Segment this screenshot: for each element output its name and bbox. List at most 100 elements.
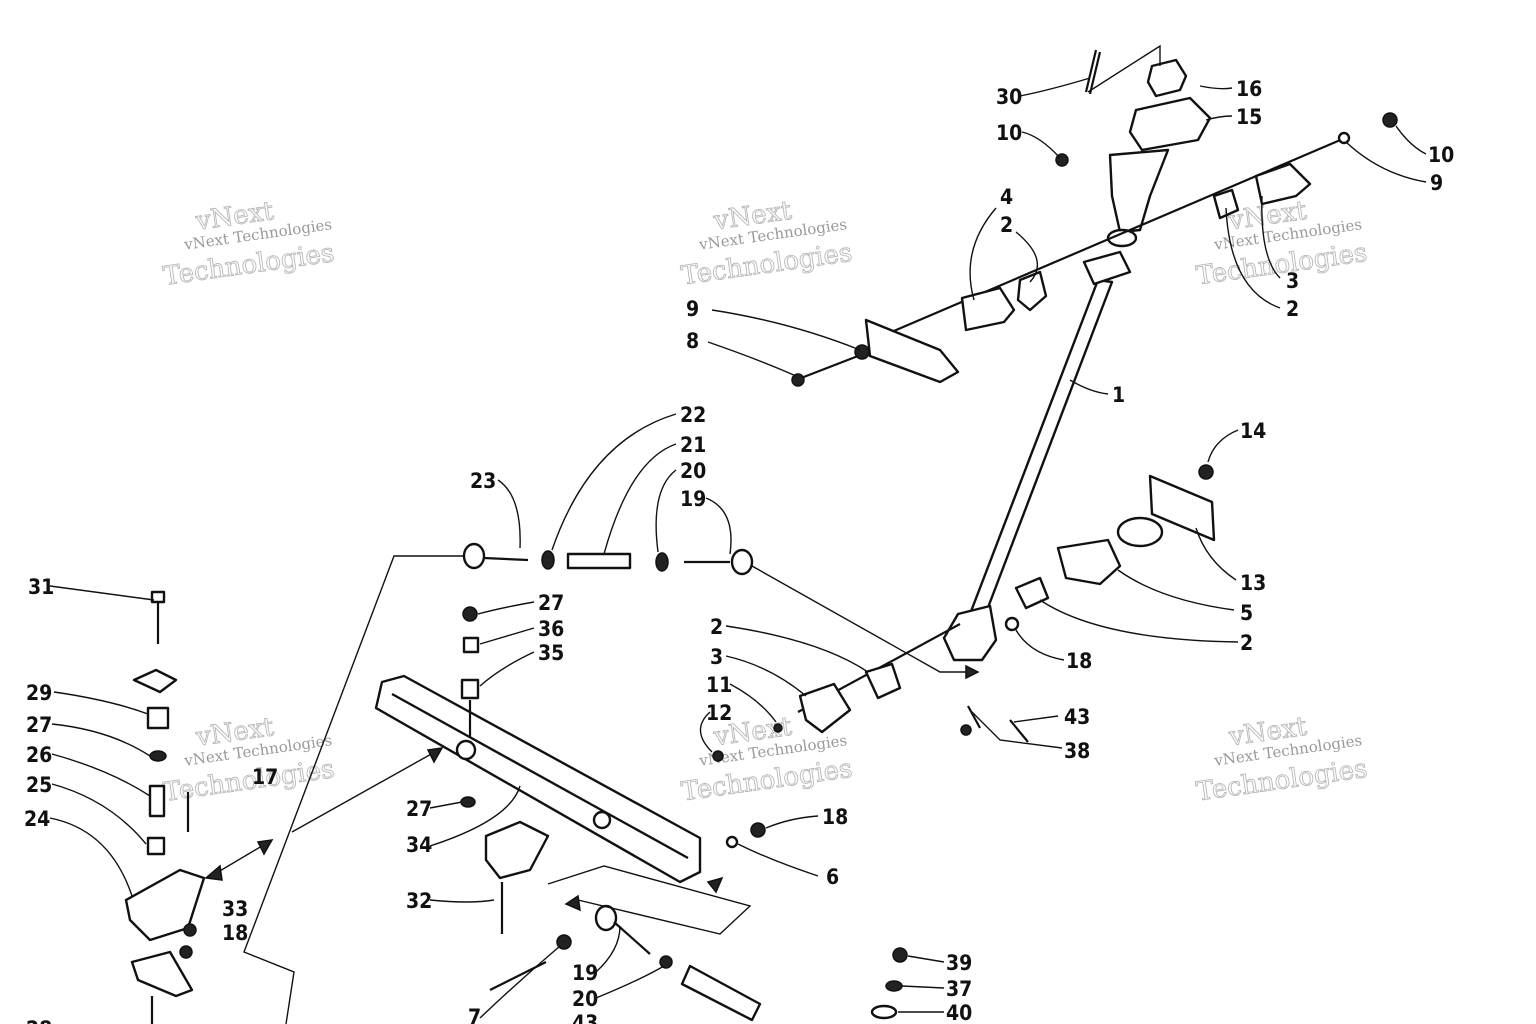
callout-19: 19: [680, 487, 706, 511]
callout-32: 32: [406, 889, 432, 913]
watermark-bottom-left: vNext vNext Technologies Technologies: [161, 712, 336, 809]
cap-plate: [132, 668, 178, 694]
nut-7: [556, 934, 572, 950]
callout-37: 37: [946, 977, 972, 1001]
callout-34: 34: [406, 833, 432, 857]
bolt-30: [1084, 49, 1102, 95]
callout-14: 14: [1240, 419, 1266, 443]
washer-40: [870, 1004, 898, 1020]
callout-18-left: 18: [222, 921, 248, 945]
watermark-top-left: vNext vNext Technologies Technologies: [161, 196, 336, 293]
reference-lines: [207, 555, 752, 1024]
bushing-2-left: [864, 662, 902, 700]
callout-19-lower: 19: [572, 961, 598, 985]
arrowheads: [204, 664, 980, 912]
callout-9-left: 9: [686, 297, 699, 321]
callout-4: 4: [1000, 185, 1013, 209]
lower-plate: [130, 950, 194, 998]
tie-rod-end-19-lower: [594, 904, 618, 932]
callout-27-left: 27: [26, 713, 52, 737]
bushing-block-5: [1056, 538, 1122, 586]
nut-33: [183, 923, 197, 937]
bushing-2-upper: [1212, 188, 1240, 220]
callout-leaders: [49, 77, 1427, 1019]
tie-rod-assembly: [462, 542, 978, 762]
spacer-35: [460, 678, 480, 700]
callout-23: 23: [470, 469, 496, 493]
nut-12: [712, 750, 724, 762]
washer-9: [1337, 131, 1351, 145]
bushing-2-lower: [1014, 576, 1050, 610]
callout-28: 28: [26, 1017, 52, 1024]
steering-arm-assembly: [374, 606, 908, 1022]
adjuster-sleeve-21: [566, 552, 632, 570]
washer-9-left: [854, 344, 870, 360]
nut-14: [1198, 464, 1214, 480]
shaft-collar: [1106, 228, 1138, 248]
washer-37: [885, 980, 903, 992]
callout-11: 11: [706, 673, 732, 697]
callout-27-mid: 27: [406, 797, 432, 821]
callout-16: 16: [1236, 77, 1262, 101]
bushing-25: [146, 836, 166, 856]
callout-18-upper: 18: [1066, 649, 1092, 673]
callout-2-upper: 2: [1000, 213, 1013, 237]
callout-33: 33: [222, 897, 248, 921]
callout-5: 5: [1240, 601, 1253, 625]
callout-1: 1: [1112, 383, 1125, 407]
steering-column-assembly: [791, 44, 1398, 743]
bushing-2-mid: [1016, 270, 1048, 312]
washer-18: [1004, 616, 1020, 632]
callout-20: 20: [680, 459, 706, 483]
callout-25: 25: [26, 773, 52, 797]
callout-20-lower: 20: [572, 987, 598, 1011]
callout-29: 29: [26, 681, 52, 705]
handlebar-clamp-lower: [1128, 96, 1212, 152]
bushing-36: [462, 636, 480, 654]
callout-27-top: 27: [538, 591, 564, 615]
washer-27: [460, 796, 476, 808]
bracket-9-left: [864, 318, 960, 384]
callout-9-right: 9: [1430, 171, 1443, 195]
watermark-top-center: vNext vNext Technologies Technologies: [679, 195, 854, 292]
callout-22: 22: [680, 403, 706, 427]
callout-10-right: 10: [1428, 143, 1454, 167]
callout-21: 21: [680, 433, 706, 457]
callout-2-lower-right: 2: [1240, 631, 1253, 655]
support-bracket-13: [1148, 474, 1216, 542]
callout-38: 38: [1064, 739, 1090, 763]
washer-6: [725, 835, 739, 849]
steering-arm-34: [374, 674, 702, 884]
nut-10-right: [1382, 112, 1398, 128]
spindle-assembly-left: [124, 590, 206, 1024]
callout-8: 8: [686, 329, 699, 353]
handlebar-mount-flange: [1108, 148, 1170, 234]
bolt-11: [773, 723, 783, 733]
spindle-arm-32: [484, 820, 550, 880]
pitman-arm: [942, 604, 998, 662]
callout-31: 31: [28, 575, 54, 599]
watermark-bottom-right: vNext vNext Technologies Technologies: [1194, 711, 1369, 808]
callout-labels: 30 16 15 10 10 9 4 2 3 2 9 8 1 22 21 20 …: [24, 77, 1454, 1024]
flange-plate: [1116, 516, 1164, 548]
upper-plate: [1082, 250, 1132, 286]
bolt-38: [967, 705, 1029, 743]
nut-18: [750, 822, 766, 838]
callout-7: 7: [468, 1005, 481, 1024]
callout-24: 24: [24, 807, 50, 831]
spacer-26: [148, 784, 166, 818]
nut-39: [892, 947, 908, 963]
washer-27-left: [149, 750, 167, 762]
callout-39: 39: [946, 951, 972, 975]
tie-rod-end-19: [730, 548, 754, 576]
nut-29: [146, 706, 170, 730]
callout-3-upper: 3: [1286, 269, 1299, 293]
washer-18-left: [179, 945, 193, 959]
tie-rod-end-23: [462, 542, 486, 570]
callout-2-mid: 2: [710, 615, 723, 639]
bushing-block-4: [960, 286, 1016, 332]
callout-40: 40: [946, 1001, 972, 1024]
callout-6: 6: [826, 865, 839, 889]
callout-3-mid: 3: [710, 645, 723, 669]
